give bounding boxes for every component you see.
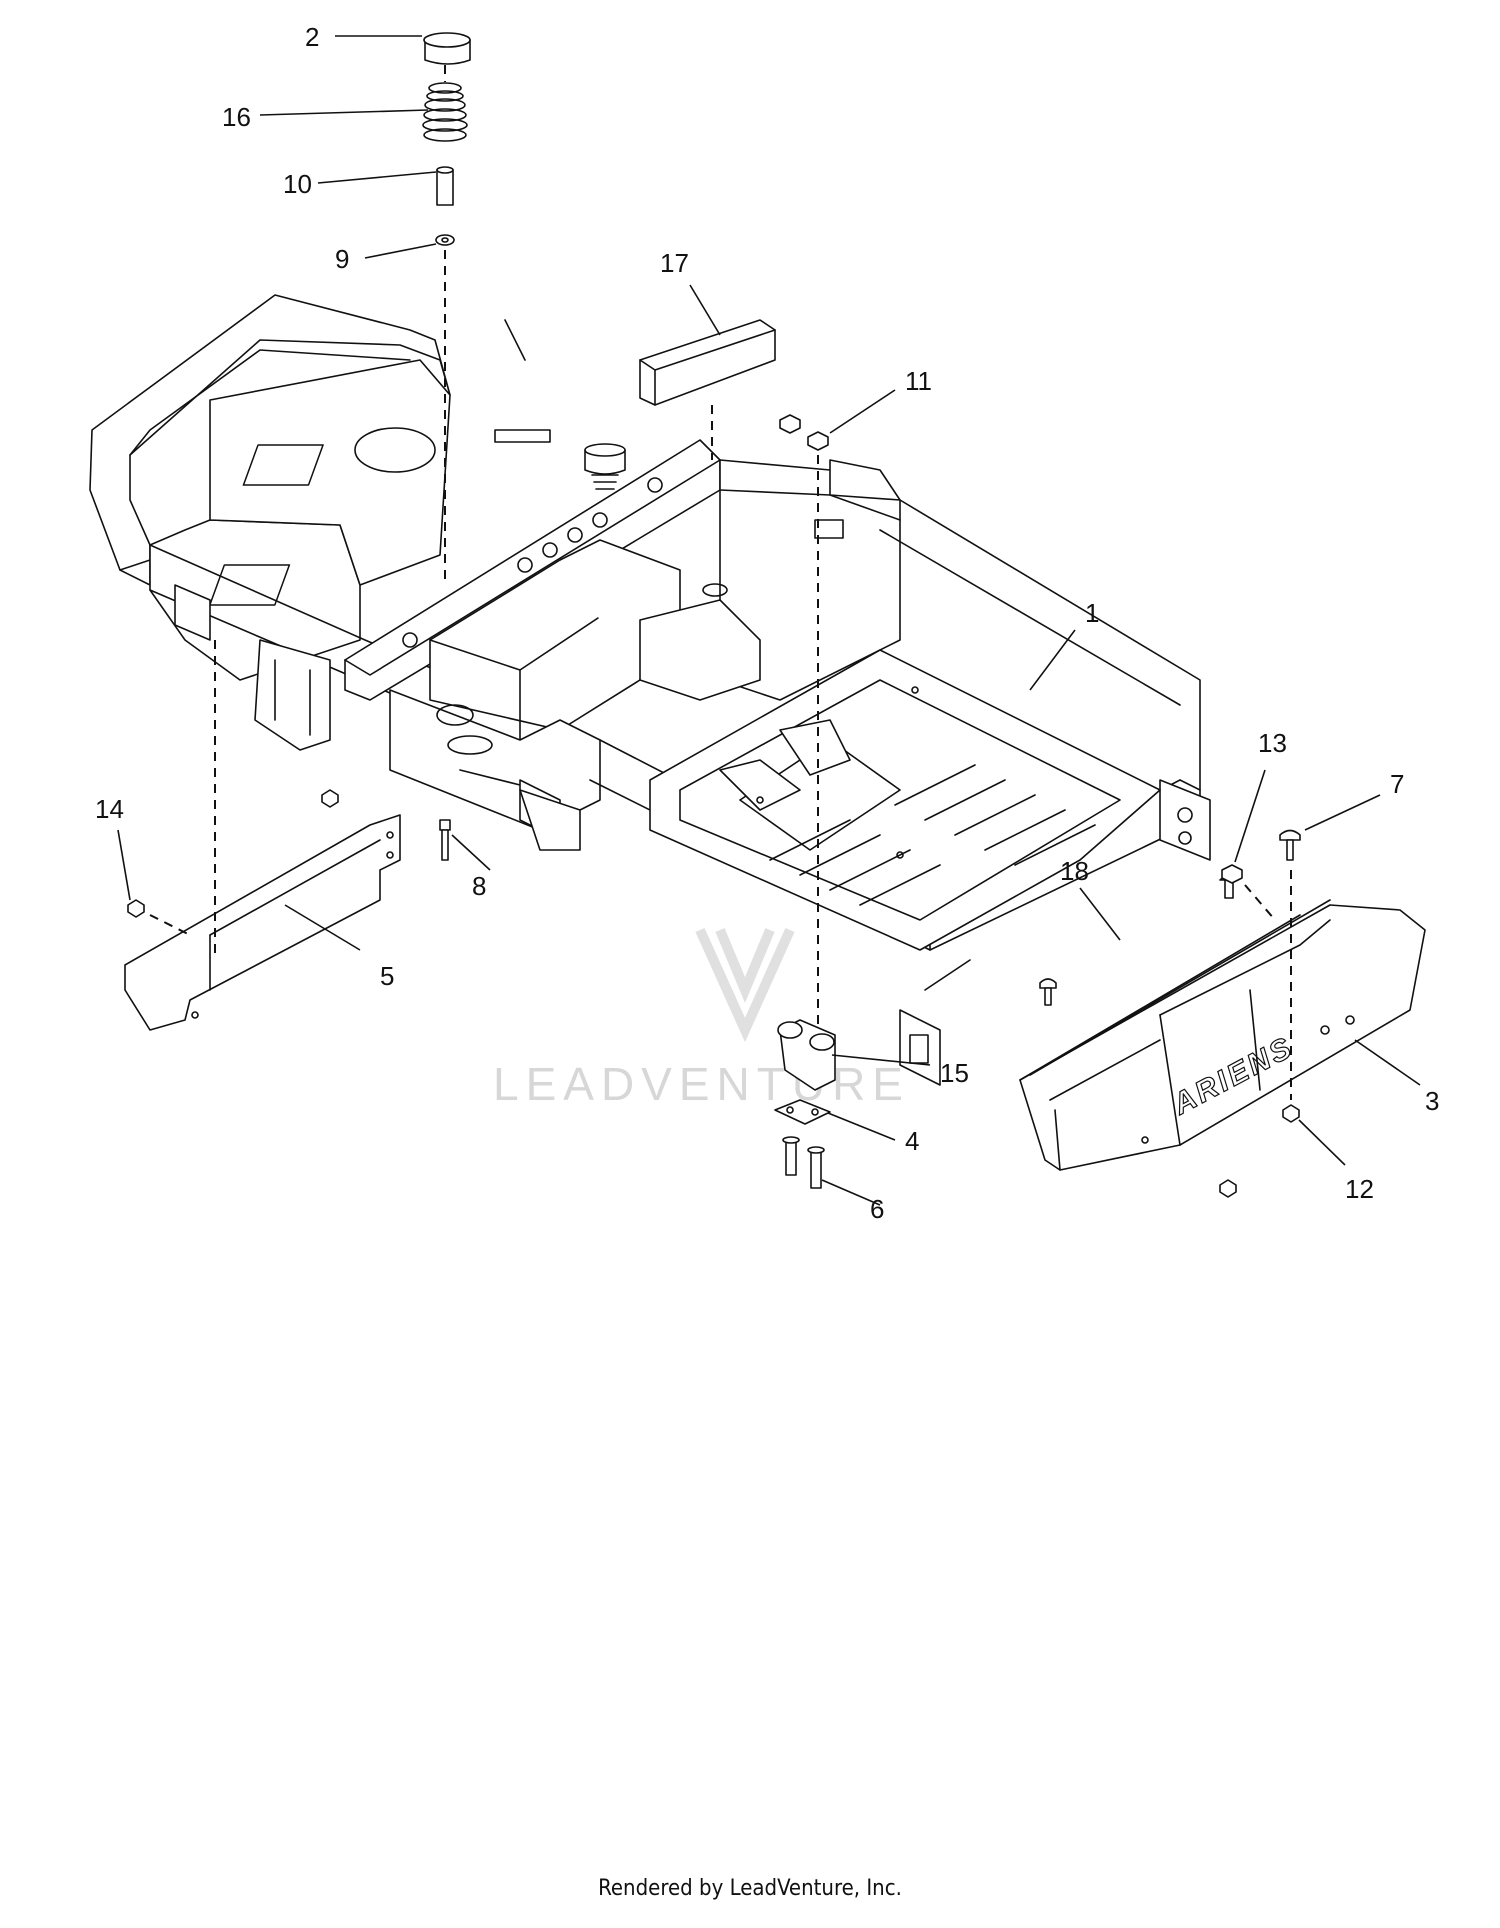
callout-11: 11 [905, 366, 932, 396]
hinge-plate [774, 1099, 831, 1125]
side-cover [124, 640, 451, 1031]
callout-17: 17 [660, 248, 689, 278]
callout-8: 8 [472, 871, 486, 901]
callout-labels: 1 2 3 4 5 6 7 8 9 10 11 12 13 14 15 16 1… [95, 22, 1439, 1224]
watermark-text: LEADVENTURE [493, 1058, 910, 1110]
callout-9: 9 [335, 244, 349, 274]
callout-12: 12 [1345, 1174, 1374, 1204]
callout-18: 18 [1060, 856, 1089, 886]
spring [422, 82, 468, 142]
callout-5: 5 [380, 961, 394, 991]
angle-bracket [639, 319, 776, 460]
callout-4: 4 [905, 1126, 919, 1156]
washer [435, 234, 455, 246]
leader-lines [117, 35, 1421, 1206]
callout-10: 10 [283, 169, 312, 199]
render-credit: Rendered by LeadVenture, Inc. [598, 1876, 902, 1901]
callout-14: 14 [95, 794, 124, 824]
callout-1: 1 [1085, 598, 1099, 628]
callout-2: 2 [305, 22, 319, 52]
callout-16: 16 [222, 102, 251, 132]
watermark: LEADVENTURE [493, 927, 910, 1110]
spacer [436, 169, 454, 206]
seat-bumper-stack [422, 32, 626, 580]
nut-and-bolt-line [779, 414, 829, 1040]
callout-3: 3 [1425, 1086, 1439, 1116]
hinge-assembly [774, 1019, 836, 1189]
front-shroud: ARIENS [1019, 829, 1426, 1198]
callout-13: 13 [1258, 728, 1287, 758]
main-frame [89, 294, 1211, 1086]
callout-7: 7 [1390, 769, 1404, 799]
callout-15: 15 [940, 1058, 969, 1088]
callout-6: 6 [870, 1194, 884, 1224]
